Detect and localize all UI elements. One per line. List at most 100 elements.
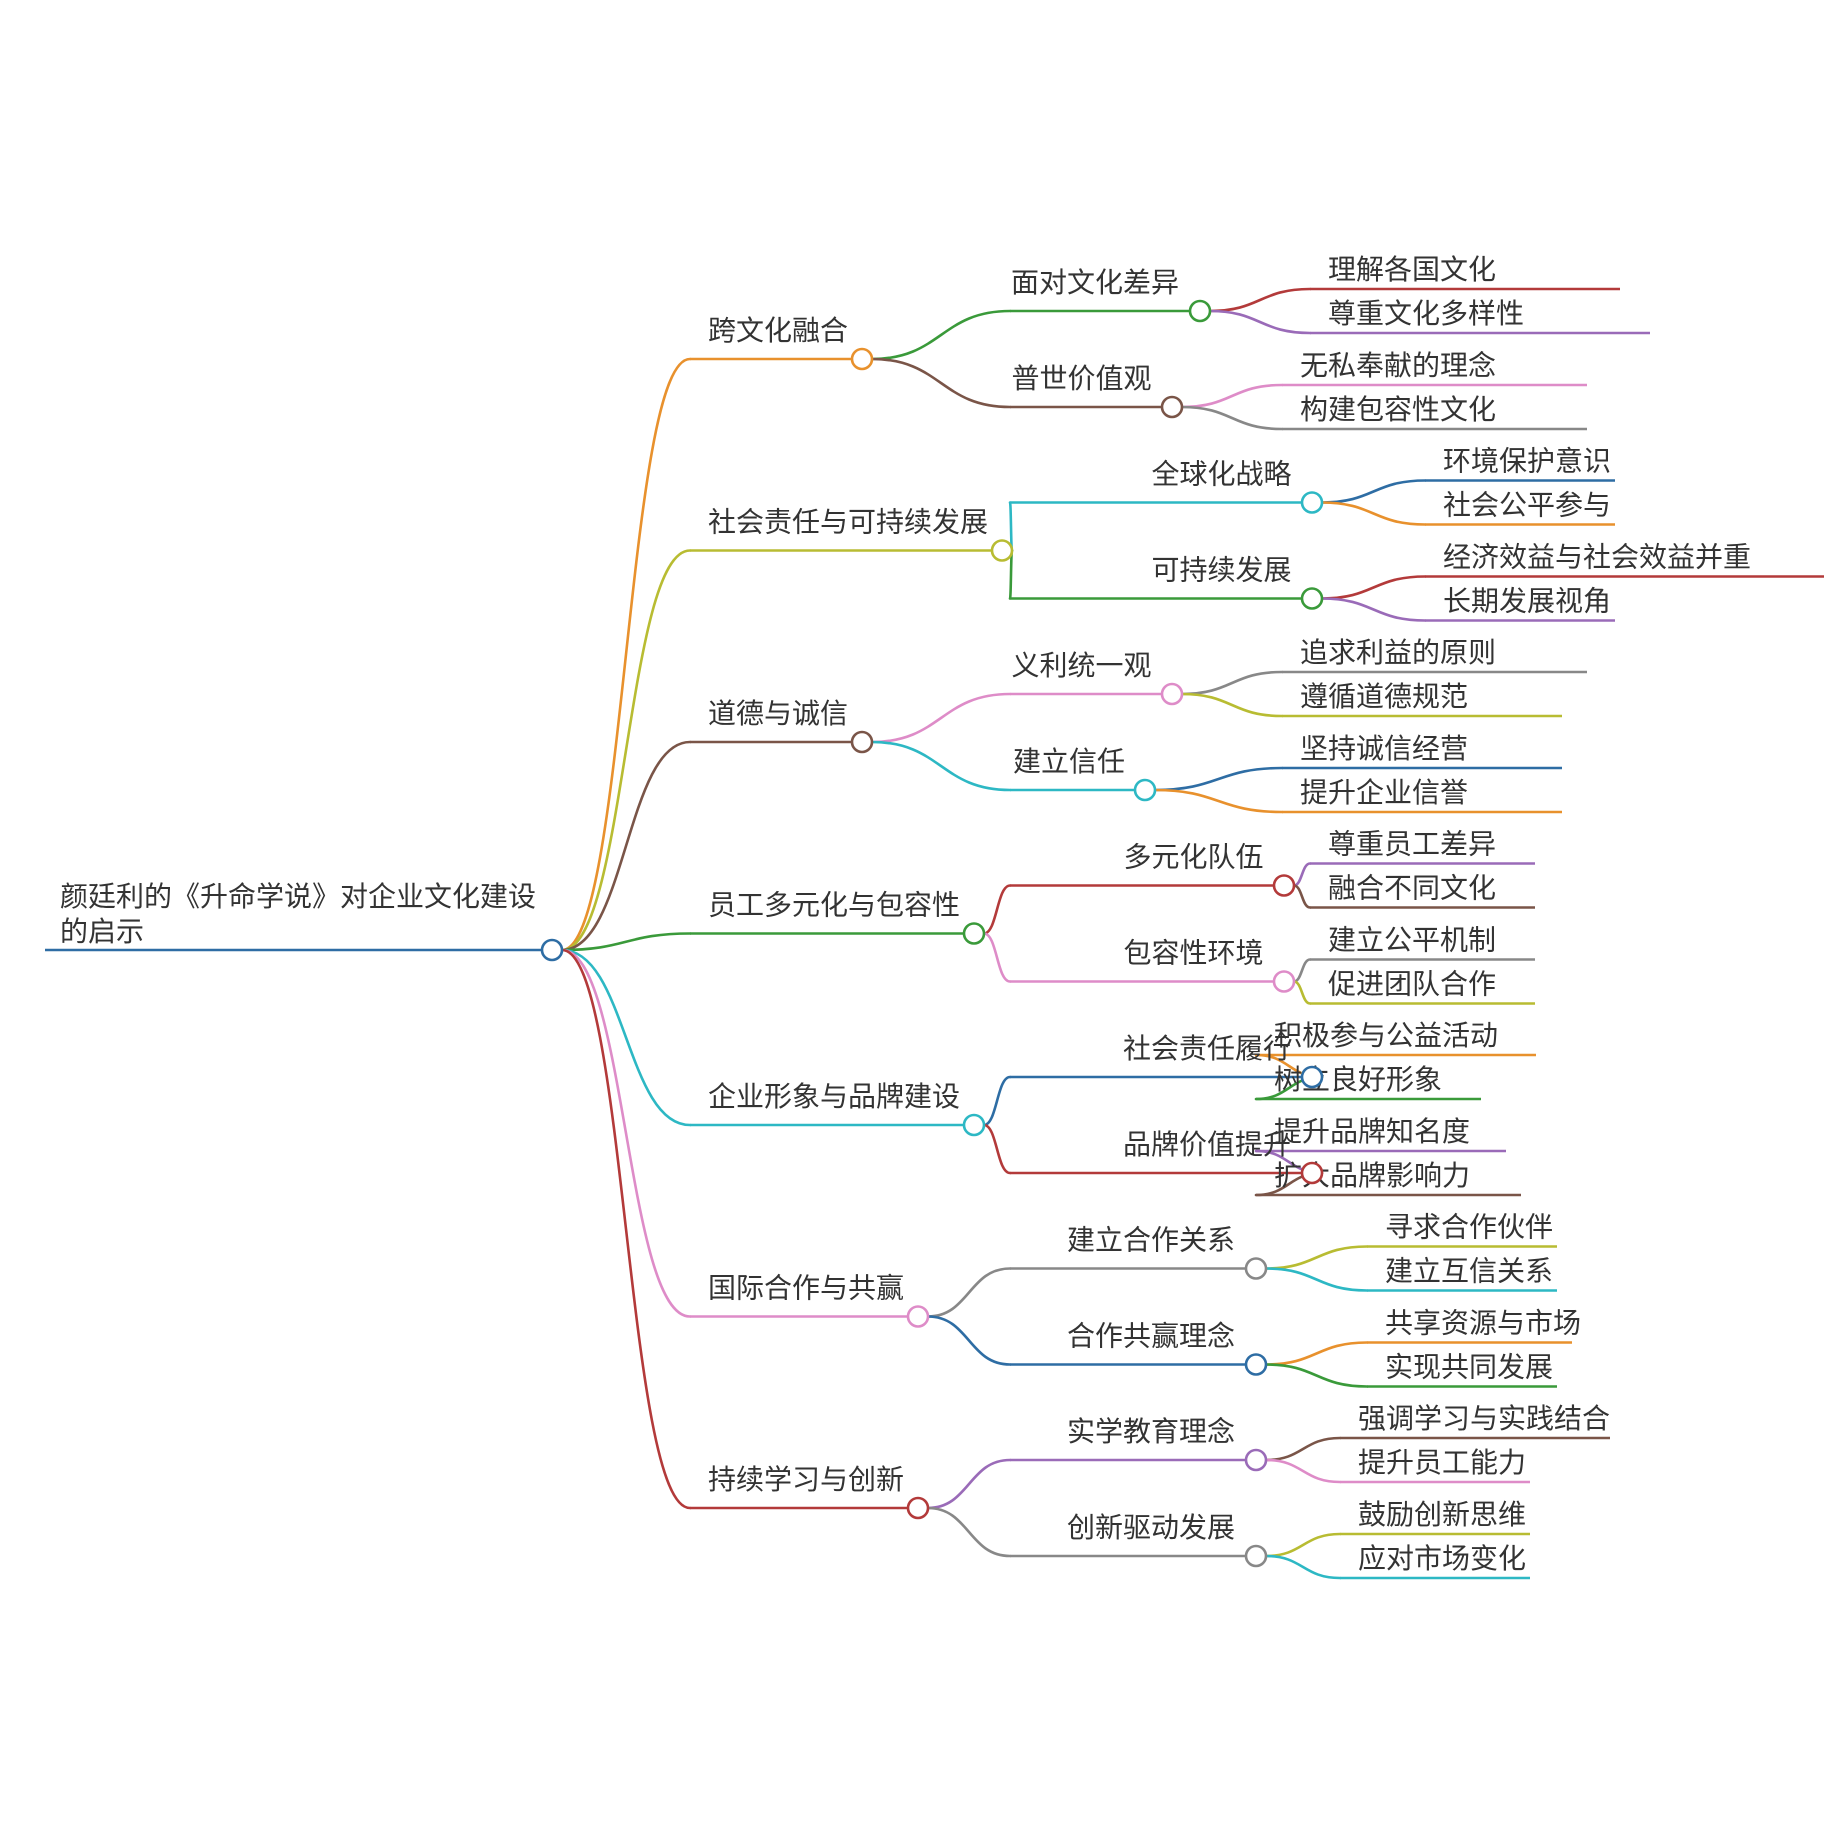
connector-leaf-3-0-1 <box>1292 884 1312 909</box>
connector-sub-0-0 <box>870 309 1012 361</box>
root-node[interactable] <box>540 938 564 962</box>
leaf-label-0-0-1: 尊重文化多样性 <box>1328 297 1524 330</box>
sub-label-2-0: 义利统一观 <box>1012 649 1152 682</box>
connector-leaf-2-0-0 <box>1180 670 1284 696</box>
sub-node-6-1[interactable] <box>1244 1544 1268 1568</box>
connector-branch-1 <box>560 549 692 952</box>
leaf-label-2-1-1: 提升企业信誉 <box>1300 776 1468 809</box>
connector-branch-4 <box>560 948 692 1127</box>
connector-leaf-6-0-1 <box>1264 1458 1342 1484</box>
connector-leaf-3-0-0 <box>1292 862 1312 887</box>
branch-node-6[interactable] <box>906 1496 930 1520</box>
leaf-label-1-1-1: 长期发展视角 <box>1443 585 1611 618</box>
leaf-label-0-0-0: 理解各国文化 <box>1328 253 1496 286</box>
branch-node-4[interactable] <box>962 1113 986 1137</box>
branch-label-1: 社会责任与可持续发展 <box>708 506 988 539</box>
sub-node-1-1[interactable] <box>1300 587 1324 610</box>
leaf-label-1-0-0: 环境保护意识 <box>1443 445 1611 478</box>
connector-leaf-6-1-0 <box>1264 1532 1342 1558</box>
leaf-label-3-1-0: 建立公平机制 <box>1328 924 1496 957</box>
connector-sub-4-0 <box>982 1075 1012 1127</box>
leaf-label-0-1-1: 构建包容性文化 <box>1300 393 1496 426</box>
sub-node-6-0[interactable] <box>1244 1448 1268 1472</box>
sub-label-6-1: 创新驱动发展 <box>1067 1511 1235 1544</box>
sub-label-3-1: 包容性环境 <box>1124 937 1264 970</box>
sub-label-6-0: 实学教育理念 <box>1067 1415 1235 1448</box>
connector-branch-5 <box>560 948 692 1318</box>
sub-label-4-0: 社会责任履行 <box>1123 1032 1291 1065</box>
sub-node-1-0[interactable] <box>1300 491 1324 514</box>
connector-leaf-5-1-0 <box>1264 1341 1369 1366</box>
leaf-label-3-0-0: 尊重员工差异 <box>1328 828 1496 861</box>
leaf-label-5-1-0: 共享资源与市场 <box>1385 1307 1581 1340</box>
connector-leaf-1-1-0 <box>1320 575 1427 600</box>
branch-label-0: 跨文化融合 <box>708 314 848 347</box>
connector-sub-5-0 <box>926 1267 1012 1318</box>
sub-node-3-0[interactable] <box>1272 874 1296 897</box>
leaf-label-1-0-1: 社会公平参与 <box>1443 489 1611 522</box>
connector-leaf-5-1-1 <box>1264 1363 1369 1388</box>
sub-node-2-0[interactable] <box>1160 682 1184 706</box>
branch-node-5[interactable] <box>906 1305 930 1328</box>
leaf-label-6-1-1: 应对市场变化 <box>1358 1542 1526 1575</box>
connector-leaf-3-1-1 <box>1292 980 1312 1005</box>
connector-sub-6-0 <box>926 1458 1012 1510</box>
connector-leaf-1-0-1 <box>1320 501 1427 526</box>
connector-branch-3 <box>560 932 692 952</box>
branch-node-3[interactable] <box>962 922 986 945</box>
leaf-label-5-1-1: 实现共同发展 <box>1385 1351 1553 1384</box>
connector-sub-2-0 <box>870 692 1012 744</box>
connectors <box>45 287 1824 1580</box>
sub-label-0-0: 面对文化差异 <box>1011 266 1179 299</box>
leaf-label-1-1-0: 经济效益与社会效益并重 <box>1443 541 1751 574</box>
node-markers <box>540 299 1324 1568</box>
sub-node-5-0[interactable] <box>1244 1257 1268 1280</box>
connector-leaf-1-1-1 <box>1320 597 1427 622</box>
branch-label-3: 员工多元化与包容性 <box>708 889 960 922</box>
leaf-label-6-0-0: 强调学习与实践结合 <box>1358 1402 1610 1435</box>
leaf-label-6-0-1: 提升员工能力 <box>1358 1446 1526 1479</box>
branch-node-2[interactable] <box>850 730 874 754</box>
leaf-label-5-0-0: 寻求合作伙伴 <box>1385 1211 1553 1244</box>
sub-label-1-1: 可持续发展 <box>1152 554 1292 587</box>
leaf-label-4-0-0: 积极参与公益活动 <box>1274 1019 1498 1052</box>
sub-node-0-0[interactable] <box>1188 299 1212 323</box>
branch-node-0[interactable] <box>850 347 874 371</box>
sub-node-4-1[interactable] <box>1300 1161 1324 1185</box>
connector-leaf-0-1-0 <box>1180 383 1284 409</box>
connector-sub-3-1 <box>982 932 1012 983</box>
sub-node-2-1[interactable] <box>1133 778 1157 802</box>
connector-leaf-0-0-0 <box>1208 287 1312 313</box>
sub-node-0-1[interactable] <box>1160 395 1184 419</box>
branch-node-1[interactable] <box>990 539 1014 562</box>
connector-sub-4-1 <box>982 1123 1012 1175</box>
sub-label-5-1: 合作共赢理念 <box>1067 1320 1235 1353</box>
connector-leaf-0-0-1 <box>1208 309 1312 335</box>
sub-label-5-0: 建立合作关系 <box>1067 1224 1235 1257</box>
labels: 颜廷利的《升命学说》对企业文化建设的启示跨文化融合面对文化差异理解各国文化尊重文… <box>60 253 1751 1575</box>
connector-sub-5-1 <box>926 1315 1012 1366</box>
leaf-label-2-1-0: 坚持诚信经营 <box>1300 732 1468 765</box>
leaf-label-5-0-1: 建立互信关系 <box>1385 1255 1553 1288</box>
leaf-label-3-0-1: 融合不同文化 <box>1328 872 1496 905</box>
sub-node-3-1[interactable] <box>1272 970 1296 993</box>
sub-node-5-1[interactable] <box>1244 1353 1268 1376</box>
connector-branch-2 <box>560 740 692 952</box>
connector-leaf-1-0-0 <box>1320 479 1427 504</box>
sub-label-3-0: 多元化队伍 <box>1124 841 1264 874</box>
connector-leaf-6-1-1 <box>1264 1554 1342 1580</box>
branch-label-4: 企业形象与品牌建设 <box>708 1080 960 1113</box>
connector-leaf-2-0-1 <box>1180 692 1284 718</box>
sub-label-2-1: 建立信任 <box>1013 745 1125 778</box>
leaf-label-4-0-1: 树立良好形象 <box>1274 1063 1442 1096</box>
connector-leaf-5-0-1 <box>1264 1267 1369 1292</box>
connector-sub-2-1 <box>870 740 1012 792</box>
branch-label-2: 道德与诚信 <box>708 697 848 730</box>
root-title-line-2: 的启示 <box>60 915 144 948</box>
connector-leaf-2-1-1 <box>1153 788 1284 814</box>
leaf-label-2-0-0: 追求利益的原则 <box>1300 636 1496 669</box>
leaf-label-3-1-1: 促进团队合作 <box>1328 968 1496 1001</box>
sub-node-4-0[interactable] <box>1300 1065 1324 1089</box>
connector-sub-6-1 <box>926 1506 1012 1558</box>
